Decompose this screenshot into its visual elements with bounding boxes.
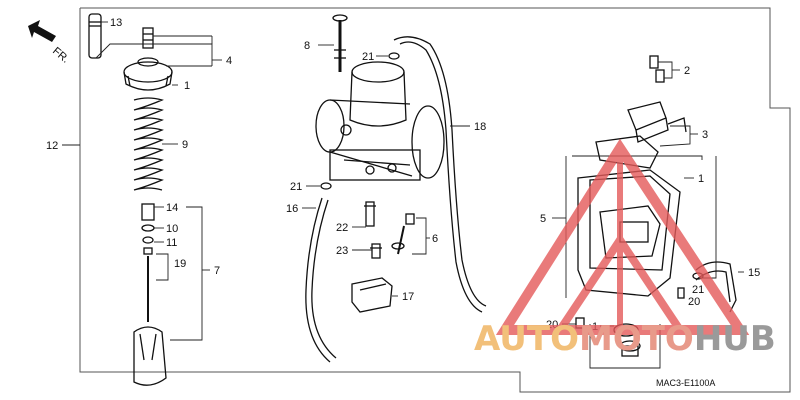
clip-21-top <box>388 52 400 60</box>
callout-6: 6 <box>432 233 438 245</box>
callout-21-right: 21 <box>692 284 704 296</box>
callout-16: 16 <box>286 203 298 215</box>
screw-2 <box>649 55 665 83</box>
needle-jet-holder-13 <box>88 13 102 59</box>
callout-1-top: 1 <box>184 80 190 92</box>
float-17 <box>351 277 393 313</box>
cable-adjuster-4 <box>142 27 154 49</box>
callout-14: 14 <box>166 202 178 214</box>
callout-23: 23 <box>336 245 348 257</box>
carburetor-top-cap-1 <box>123 57 173 91</box>
callout-21-top: 21 <box>362 51 374 63</box>
callout-2: 2 <box>684 65 690 77</box>
callout-9: 9 <box>182 139 188 151</box>
carburetor-body <box>315 61 445 181</box>
callout-21-mid: 21 <box>290 181 302 193</box>
callout-1-right: 1 <box>698 173 704 185</box>
jet-23 <box>370 243 382 259</box>
callout-4: 4 <box>226 55 232 67</box>
callout-17: 17 <box>402 291 414 303</box>
callout-12: 12 <box>46 140 58 152</box>
callout-11: 11 <box>166 237 177 249</box>
front-direction-arrow-icon <box>28 20 56 42</box>
throttle-valve-spring-9 <box>133 97 164 191</box>
pilot-screw-8 <box>332 14 348 72</box>
direction-label: FR. <box>50 45 71 66</box>
needle-clip-parts <box>141 203 155 322</box>
callout-10: 10 <box>166 223 178 235</box>
callout-18: 18 <box>474 121 486 133</box>
throttle-valve-7 <box>133 326 167 386</box>
clip-21-mid <box>320 182 332 190</box>
callout-13: 13 <box>110 17 122 29</box>
watermark-hub: HUB <box>694 319 776 359</box>
needle-valve-6 <box>391 213 415 255</box>
callout-15: 15 <box>748 267 760 279</box>
callout-22: 22 <box>336 222 348 234</box>
reference-code: MAC3-E1100A <box>656 378 715 388</box>
watermark-logo-icon <box>495 138 750 335</box>
jet-22 <box>364 201 376 227</box>
watermark-auto: AUTO <box>474 319 579 359</box>
callout-20-right: 20 <box>688 296 700 308</box>
hose-18 <box>393 36 487 313</box>
callout-7: 7 <box>214 265 220 277</box>
callout-3: 3 <box>702 129 708 141</box>
screw-20-right <box>677 287 685 299</box>
hose-16 <box>305 197 337 363</box>
callout-5: 5 <box>540 213 546 225</box>
float-chamber-5 <box>577 135 681 297</box>
watermark-text: AUTOMOTOHUB <box>474 319 776 359</box>
drain-plug-1 <box>613 323 641 357</box>
callout-8: 8 <box>304 40 310 52</box>
watermark-moto: MOTO <box>579 319 694 359</box>
diagram-border <box>79 7 791 393</box>
callout-19: 19 <box>174 258 186 270</box>
